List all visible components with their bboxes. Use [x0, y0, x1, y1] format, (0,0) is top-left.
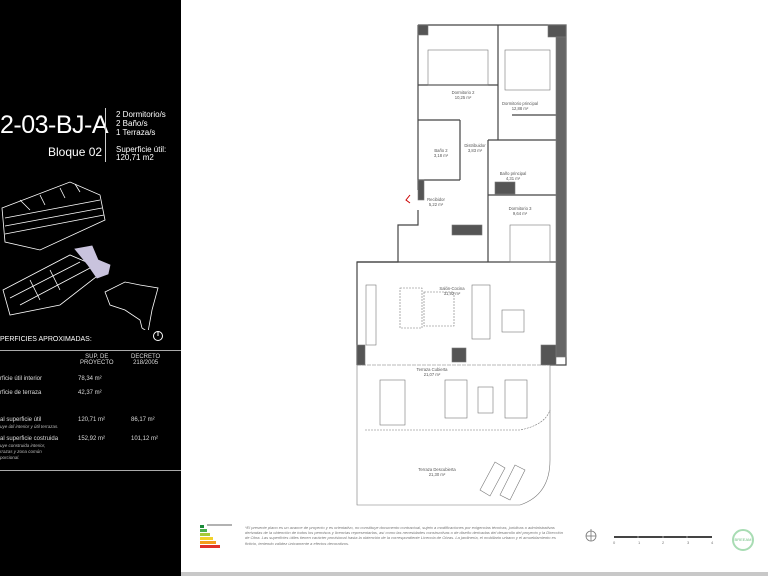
- row-value: 101,12 m²: [131, 436, 159, 442]
- compass-icon: [585, 529, 597, 542]
- row-value: 120,71 m²: [78, 417, 106, 423]
- divider: [105, 108, 106, 162]
- row-note: uye construida interior, rrazas y zona c…: [0, 443, 46, 460]
- disclaimer-text: *El presente plano es un avance de proye…: [245, 525, 563, 546]
- scale-label: 1: [638, 540, 641, 545]
- row-label: rficie de terraza: [0, 390, 42, 396]
- surface-label: Superficie útil:: [116, 145, 167, 154]
- scale-label: 2: [662, 540, 665, 545]
- spec-bedrooms: 2 Dormitorio/s: [116, 110, 166, 119]
- row-label: rficie útil interior: [0, 376, 43, 382]
- walls: [356, 24, 567, 366]
- scale-bar: [614, 535, 712, 539]
- row-value: 86,17 m²: [131, 417, 155, 423]
- row-value: 42,37 m²: [78, 390, 102, 396]
- scale-label: 0: [613, 540, 616, 545]
- row-label: al superficie útil: [0, 417, 42, 423]
- info-panel: 2-03-BJ-A Bloque 02 2 Dormitorio/s 2 Bañ…: [0, 0, 181, 576]
- energy-label-icon: [200, 524, 232, 548]
- row-note: uye útil interior y útil terrazas.: [0, 424, 59, 429]
- north-icon: [153, 331, 163, 341]
- divider: [0, 470, 181, 471]
- building-key-plan: [1, 181, 159, 330]
- table-title: PERFICIES APROXIMADAS:: [0, 336, 92, 343]
- bloque-label: Bloque 02: [48, 145, 103, 159]
- scale-label: 3: [687, 540, 690, 545]
- row-value: 78,34 m²: [78, 376, 102, 382]
- bottom-bar: [181, 572, 768, 576]
- surface-value: 120,71 m2: [116, 153, 154, 162]
- spec-bathrooms: 2 Baño/s: [116, 119, 148, 128]
- scale-label: 4: [711, 540, 714, 545]
- floor-plan-labels: [181, 0, 768, 576]
- row-value: 152,92 m²: [78, 436, 106, 442]
- unit-code: 2-03-BJ-A: [0, 111, 109, 139]
- spec-terraces: 1 Terraza/s: [116, 128, 156, 137]
- row-label: al superficie costruida: [0, 436, 59, 442]
- divider: [0, 350, 181, 351]
- breeam-logo: BREEAM: [732, 529, 754, 551]
